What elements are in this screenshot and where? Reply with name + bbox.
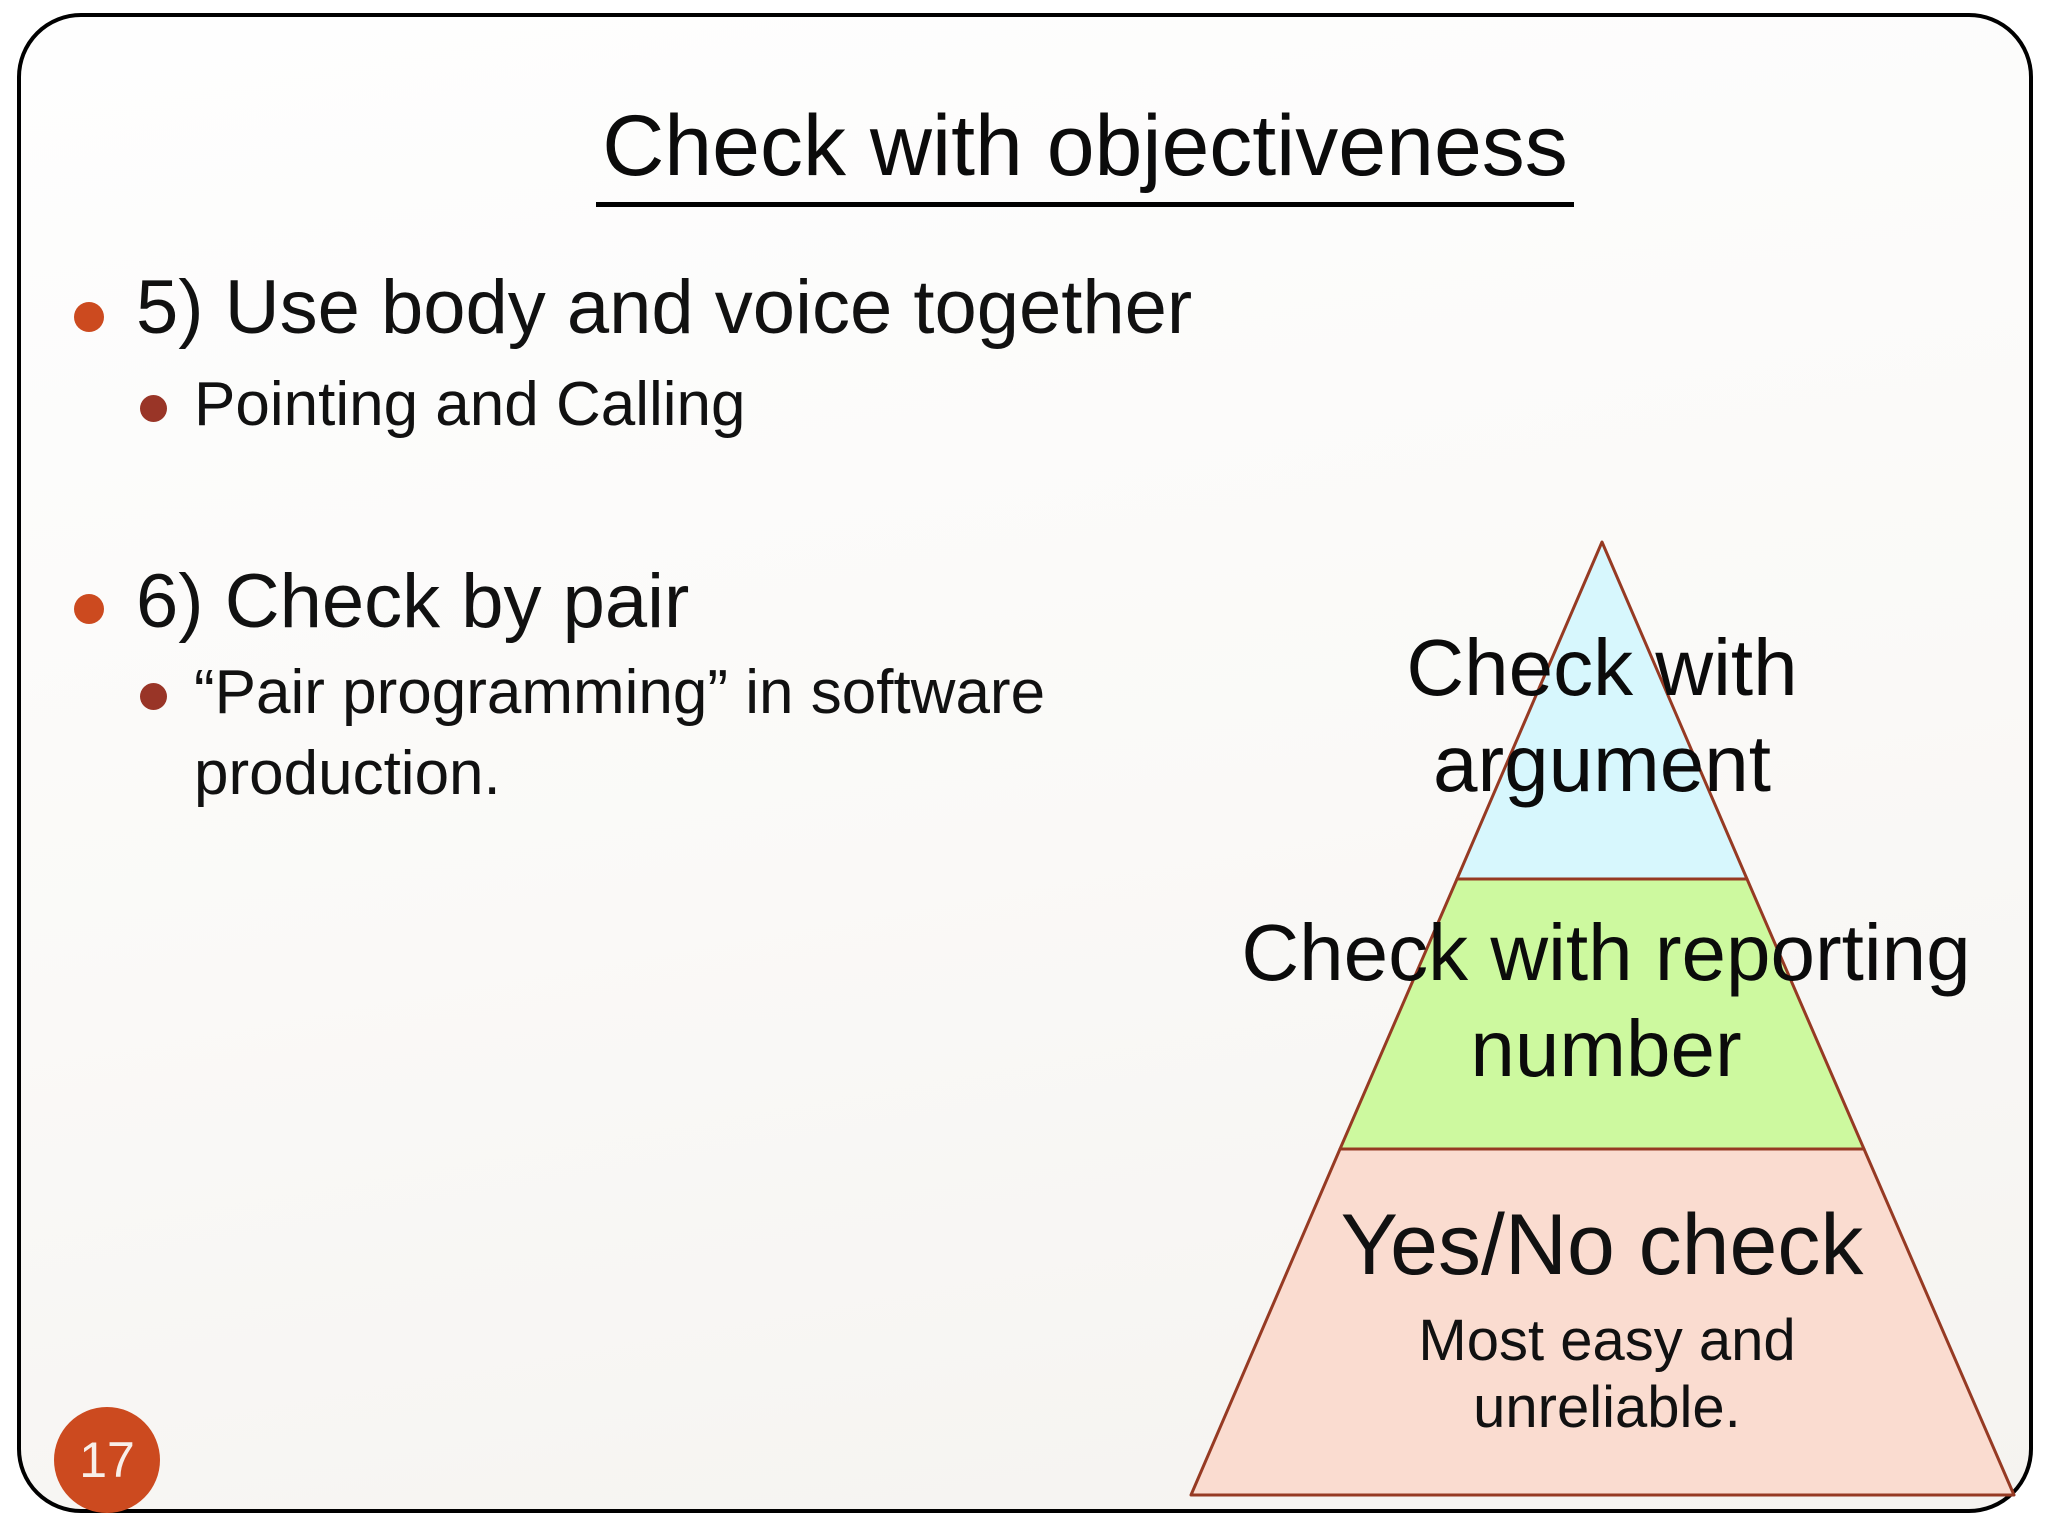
sub-bullet-item: “Pair programming” in software productio… [194,658,1046,808]
pyramid-bottom-label: Yes/No check [1340,1197,1864,1293]
sub-bullet-item: Pointing and Calling [194,370,746,439]
pyramid-top-label: Check with argument [1406,623,1798,808]
sub-bullet-icon [140,395,167,422]
title-container: Check with objectiveness [141,95,2029,208]
bullet-item: 6) Check by pair [136,559,690,644]
bullet-icon [74,302,104,332]
bullet-icon [74,594,104,624]
sub-bullet-icon [140,683,167,710]
page-number-badge: 17 [54,1407,160,1513]
slide-frame: Check with objectiveness 5) Use body and… [17,13,2033,1513]
page-number: 17 [79,1432,135,1488]
bullet-item: 5) Use body and voice together [136,265,1193,350]
pyramid-bottom-note: Most easy and unreliable. [1418,1308,1796,1440]
slide-title: Check with objectiveness [596,95,1574,208]
pyramid-middle-label: Check with reporting number [1241,908,1971,1093]
